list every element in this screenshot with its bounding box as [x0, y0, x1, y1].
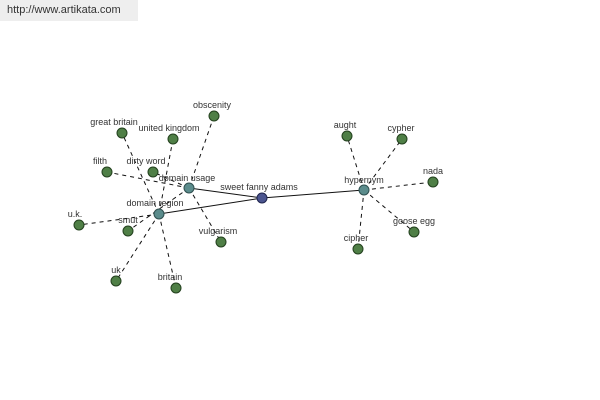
- node-usage[interactable]: [183, 182, 195, 194]
- node-uk2[interactable]: [73, 219, 85, 231]
- label-nada[interactable]: nada: [423, 166, 443, 176]
- label-uk2[interactable]: u.k.: [68, 209, 83, 219]
- label-goose[interactable]: goose egg: [393, 216, 435, 226]
- label-center[interactable]: sweet fanny adams: [220, 182, 298, 192]
- node-britain[interactable]: [170, 282, 182, 294]
- site-url-link[interactable]: http://www.artikata.com: [7, 4, 121, 16]
- edge-usage-vulgarism: [188, 187, 222, 243]
- node-hypernym[interactable]: [358, 184, 370, 196]
- edge-hypernym-cypher: [363, 138, 403, 191]
- graph-nodes: [73, 110, 439, 294]
- node-aught[interactable]: [341, 130, 353, 142]
- edge-usage-dirtyword: [152, 171, 190, 189]
- node-smut[interactable]: [122, 225, 134, 237]
- label-filth[interactable]: filth: [93, 156, 107, 166]
- node-dirtyword[interactable]: [147, 166, 159, 178]
- node-cipher[interactable]: [352, 243, 364, 255]
- edge-hypernym-aught: [346, 135, 365, 191]
- node-center[interactable]: [256, 192, 268, 204]
- label-region[interactable]: domain region: [126, 198, 183, 208]
- graph-labels: aught cypher nada goose egg cipher obscenity f…: [68, 100, 443, 282]
- label-cipher[interactable]: cipher: [344, 233, 369, 243]
- node-region[interactable]: [153, 208, 165, 220]
- label-vulgarism[interactable]: vulgarism: [199, 226, 238, 236]
- edge-center-region: [158, 197, 263, 215]
- node-unitedkingdom[interactable]: [167, 133, 179, 145]
- node-greatbritain[interactable]: [116, 127, 128, 139]
- label-obscenity[interactable]: obscenity: [193, 100, 232, 110]
- node-vulgarism[interactable]: [215, 236, 227, 248]
- label-aught[interactable]: aught: [334, 120, 357, 130]
- node-nada[interactable]: [427, 176, 439, 188]
- node-obscenity[interactable]: [208, 110, 220, 122]
- label-hypernym[interactable]: hypernym: [344, 175, 384, 185]
- edge-region-uk2: [78, 213, 160, 226]
- edge-region-greatbritain: [121, 132, 160, 215]
- label-uk[interactable]: uk: [111, 265, 121, 275]
- label-greatbritain[interactable]: great britain: [90, 117, 138, 127]
- edge-center-hypernym: [261, 189, 365, 199]
- edge-hypernym-nada: [363, 181, 434, 191]
- edge-hypernym-cipher: [357, 189, 365, 250]
- node-uk[interactable]: [110, 275, 122, 287]
- node-filth[interactable]: [101, 166, 113, 178]
- label-unitedkingdom[interactable]: united kingdom: [138, 123, 199, 133]
- label-usage[interactable]: domain usage: [159, 173, 216, 183]
- node-goose[interactable]: [408, 226, 420, 238]
- url-bar: http://www.artikata.com: [0, 0, 138, 21]
- label-britain[interactable]: britain: [158, 272, 183, 282]
- node-cypher[interactable]: [396, 133, 408, 145]
- label-smut[interactable]: smut: [118, 215, 138, 225]
- label-dirtyword[interactable]: dirty word: [126, 156, 165, 166]
- graph-edges: [78, 115, 434, 289]
- edge-usage-filth: [106, 171, 190, 189]
- edge-hypernym-goose: [363, 189, 415, 233]
- edge-region-uk: [115, 213, 160, 282]
- edge-center-usage: [188, 187, 263, 199]
- label-cypher[interactable]: cypher: [387, 123, 414, 133]
